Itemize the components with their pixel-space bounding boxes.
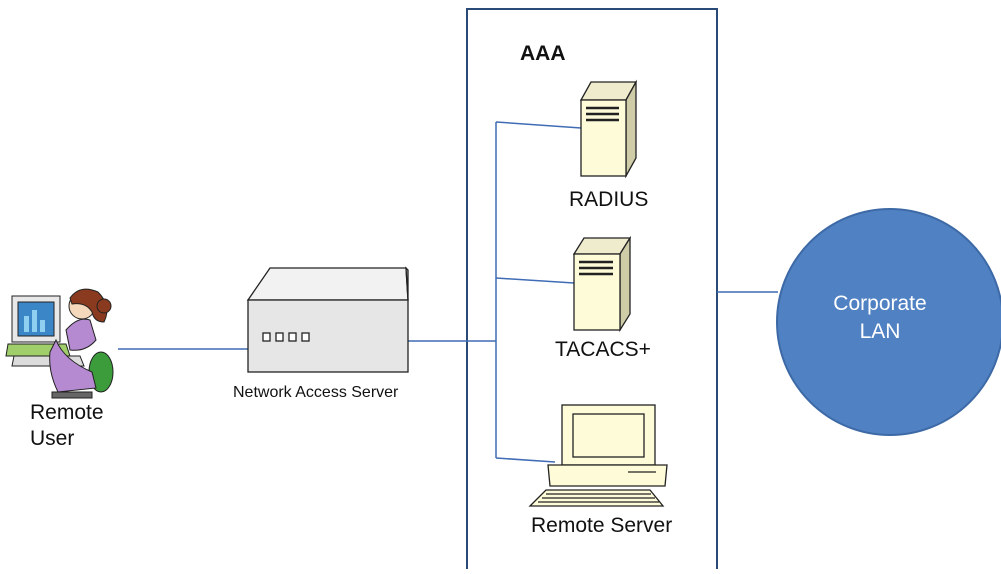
- corporate-lan-label: Corporate LAN: [820, 290, 940, 346]
- network-access-server-icon: [246, 266, 409, 373]
- line-bus-to-remote-server: [495, 457, 556, 463]
- corporate-lan-label-line1: Corporate: [833, 292, 927, 315]
- radius-label: RADIUS: [569, 188, 649, 211]
- network-access-server-label: Network Access Server: [233, 384, 399, 401]
- aaa-container-box: [466, 8, 718, 574]
- connection-lines: [118, 121, 778, 463]
- radius-server-icon: [579, 79, 638, 179]
- remote-user-label-line1: Remote: [30, 401, 104, 424]
- corporate-lan-circle: [776, 208, 1001, 436]
- remote-server-label: Remote Server: [531, 514, 673, 537]
- remote-user-label-line2: User: [30, 427, 75, 450]
- corporate-lan-label-line2: LAN: [859, 320, 901, 343]
- remote-server-icon: [528, 404, 668, 507]
- aaa-label: AAA: [520, 42, 566, 65]
- remote-user-label: Remote User: [30, 400, 120, 452]
- tacacs-server-icon: [572, 235, 632, 333]
- line-bus-to-radius: [495, 121, 582, 129]
- tacacs-label: TACACS+: [555, 338, 651, 361]
- remote-user-icon: [5, 288, 114, 399]
- line-bus-to-tacacs: [495, 277, 575, 284]
